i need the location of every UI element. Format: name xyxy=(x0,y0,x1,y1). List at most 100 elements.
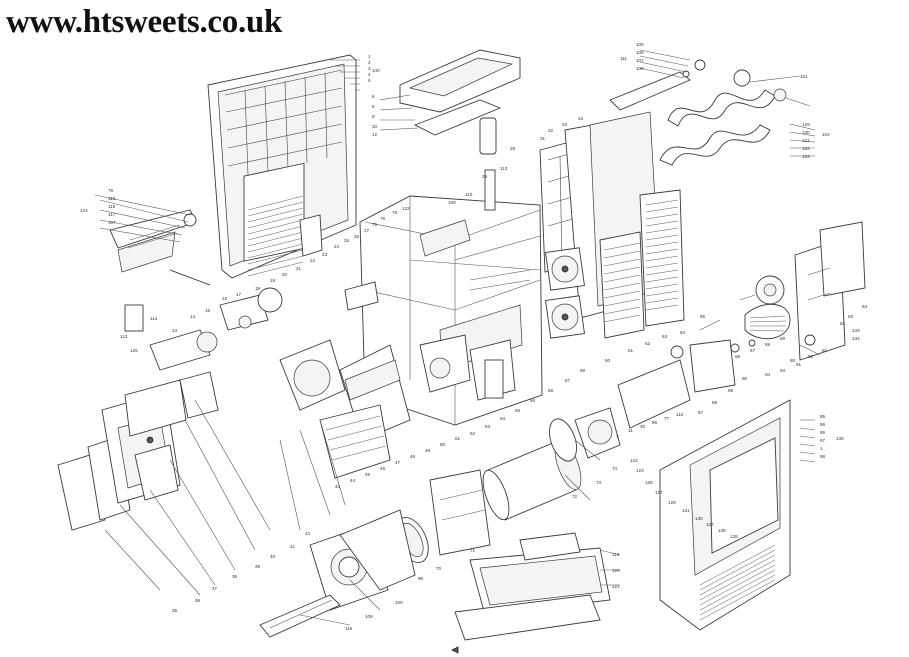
part-label: 49 xyxy=(425,448,431,453)
part-label: 28 xyxy=(510,146,516,151)
part-label: 29 xyxy=(482,174,488,179)
part-label: 30 xyxy=(640,424,646,429)
part-label: 137 xyxy=(706,522,714,527)
part-label: 120 xyxy=(612,568,620,573)
part-label: 124 xyxy=(80,208,88,213)
part-label: 8 xyxy=(372,104,375,109)
part-label: 11 xyxy=(628,428,633,433)
part-label: 84 xyxy=(862,304,868,309)
part-label: 102 xyxy=(802,146,810,151)
part-label: 61 xyxy=(628,348,634,353)
part-label: 59 xyxy=(580,368,586,373)
part-label: 118 xyxy=(108,204,116,209)
leader-lines xyxy=(94,49,821,626)
part-label: 89 xyxy=(728,388,734,393)
part-label: 76 xyxy=(380,216,386,221)
part-label: 79 xyxy=(108,188,114,193)
part-label: 64 xyxy=(680,330,686,335)
part-label: 131 xyxy=(682,508,690,513)
part-label: 53 xyxy=(485,424,491,429)
part-label: 74 xyxy=(612,466,618,471)
part-label: 94 xyxy=(765,372,771,377)
part-label: 72 xyxy=(572,494,578,499)
part-label: 87 xyxy=(698,410,704,415)
part-label: 68 xyxy=(765,342,771,347)
part-label: 88 xyxy=(712,400,718,405)
part-label: 128 xyxy=(668,500,676,505)
part-label: 12 xyxy=(372,132,378,137)
condenser-panels xyxy=(539,111,685,339)
left-assemblies xyxy=(109,209,283,371)
part-label: 115 xyxy=(345,626,353,631)
panel-vent-grille xyxy=(243,162,305,262)
part-label: 3 xyxy=(368,66,371,71)
part-label: 133 xyxy=(852,328,860,333)
part-label: 15 xyxy=(205,308,211,313)
panel-grid-upper xyxy=(224,69,343,176)
part-label: 113 xyxy=(500,166,508,171)
part-label: 23 xyxy=(322,252,328,257)
part-label: 90 xyxy=(742,376,748,381)
part-label: 2 xyxy=(368,60,371,65)
part-label: 112 xyxy=(676,412,684,417)
part-label: 66 xyxy=(735,354,741,359)
part-label: 7 xyxy=(616,434,619,439)
part-label: 56 xyxy=(530,398,536,403)
part-label: 106 xyxy=(636,50,644,55)
augers xyxy=(609,59,811,166)
part-label: 33 xyxy=(562,122,568,127)
fans xyxy=(545,247,585,339)
part-label: 62 xyxy=(645,341,651,346)
part-label: 119 xyxy=(612,552,620,557)
part-label: 103 xyxy=(802,154,810,159)
part-label: 9 xyxy=(372,114,375,119)
part-label: 47 xyxy=(395,460,401,465)
part-label: 5 xyxy=(368,78,371,83)
front-panel-frames xyxy=(57,371,219,531)
part-label: 42 xyxy=(305,531,311,536)
part-label: 71 xyxy=(470,548,476,553)
part-label: 122 xyxy=(630,458,638,463)
part-label: 108 xyxy=(448,200,456,205)
part-label: 38 xyxy=(232,574,238,579)
freezing-cylinder xyxy=(395,407,621,563)
part-label: 81 xyxy=(822,348,828,353)
part-label: 113 xyxy=(120,334,128,339)
part-label: 25 xyxy=(344,238,350,243)
part-label: 97 xyxy=(820,438,826,443)
site-url-title: www.htsweets.co.uk xyxy=(6,4,283,40)
part-label: 6 xyxy=(372,94,375,99)
part-label: 138 xyxy=(718,528,726,533)
part-label: 85 xyxy=(820,414,826,419)
drip-tray xyxy=(454,532,611,641)
part-label: 100 xyxy=(395,600,403,605)
part-label: 86 xyxy=(820,422,826,427)
part-label: 41 xyxy=(290,544,296,549)
bottom-mark xyxy=(451,646,459,654)
part-label: 10 xyxy=(372,124,378,129)
dispensing-head xyxy=(259,509,416,638)
part-label: 57 xyxy=(565,378,571,383)
part-label: 20 xyxy=(282,272,288,277)
part-label: 135 xyxy=(836,436,844,441)
part-label: 98 xyxy=(820,454,826,459)
gearbox xyxy=(617,339,756,429)
part-label: 104 xyxy=(822,132,830,137)
part-label: 82 xyxy=(840,321,846,326)
part-label: 99 xyxy=(418,576,424,581)
part-label: 134 xyxy=(852,336,860,341)
part-label: 70 xyxy=(436,566,442,571)
part-label: 111 xyxy=(620,56,627,61)
part-label: 80 xyxy=(790,358,796,363)
part-label: 39 xyxy=(255,564,261,569)
part-label: 26 xyxy=(354,234,360,239)
part-label: 58 xyxy=(548,388,554,393)
part-label: 32 xyxy=(548,128,554,133)
part-label: 4 xyxy=(368,72,371,77)
part-label: 83 xyxy=(848,314,854,319)
part-label: 54 xyxy=(500,416,506,421)
right-side-panel xyxy=(659,399,791,631)
part-label: 18 xyxy=(255,286,261,291)
top-tray xyxy=(399,49,521,155)
